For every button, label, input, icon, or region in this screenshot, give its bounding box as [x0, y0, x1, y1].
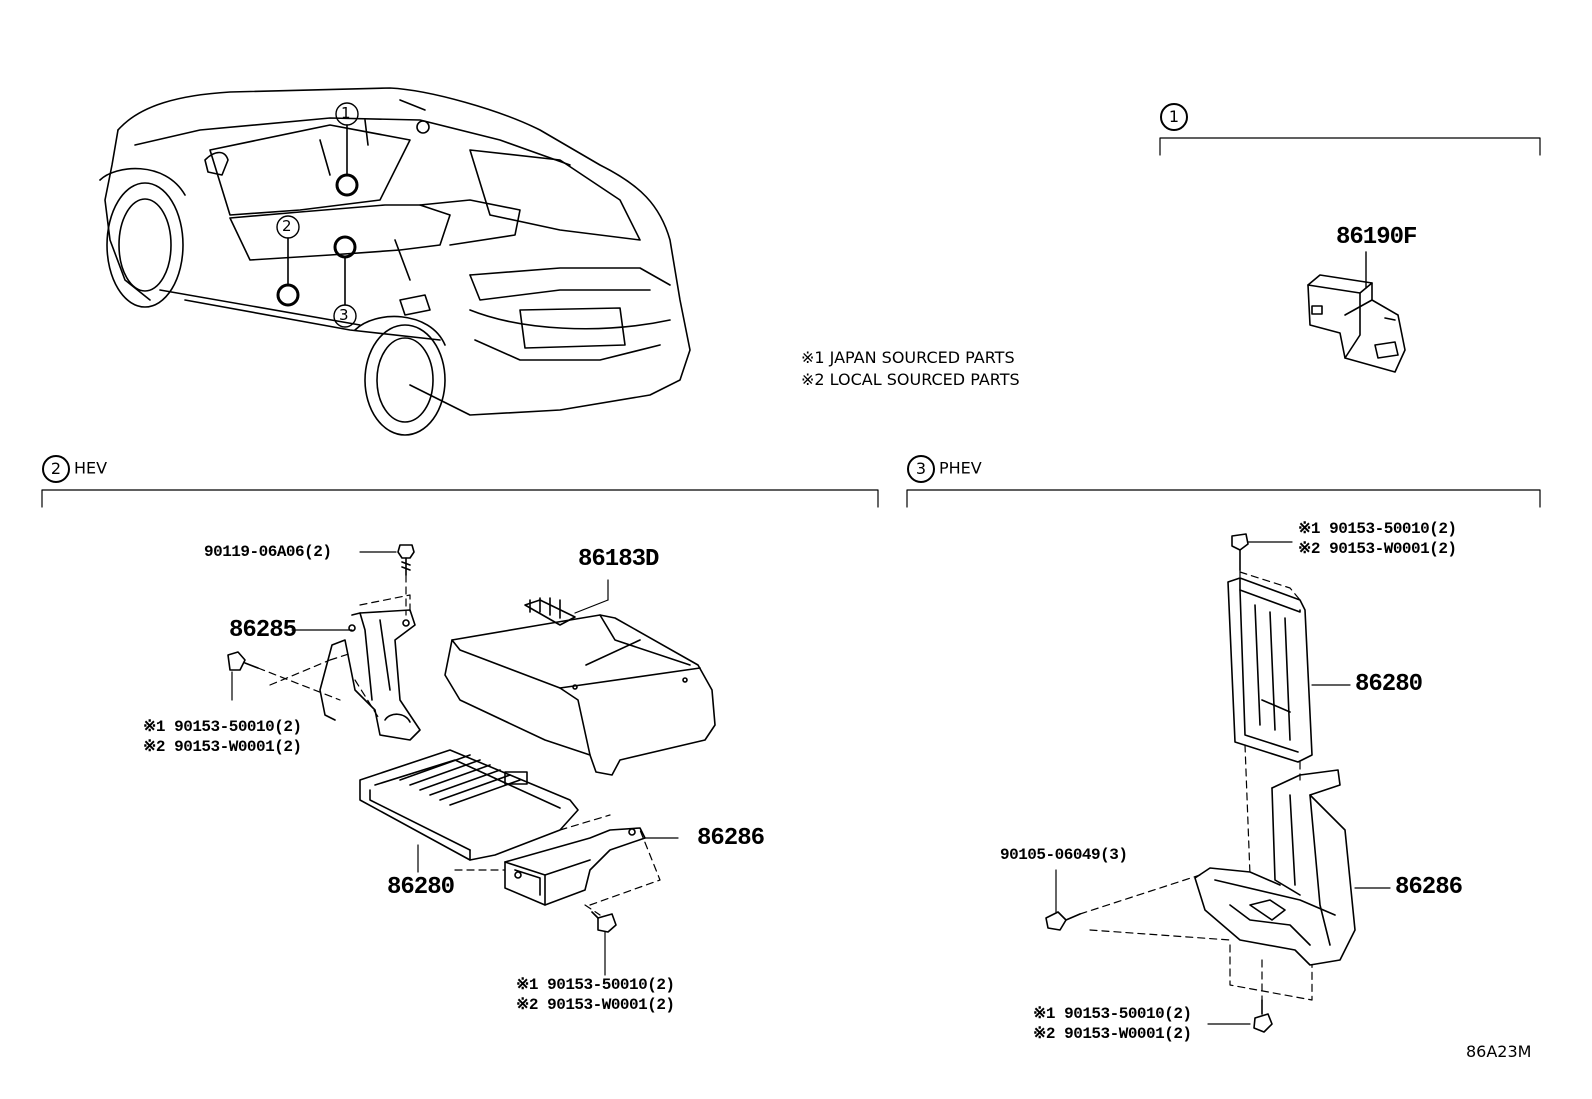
- hev-bolt-left-japan: ※1 90153-50010(2): [143, 718, 302, 736]
- car-callouts: [276, 102, 359, 328]
- phev-part-label-bolt-left: 90105-06049(3): [1000, 846, 1128, 864]
- phev-bolt-top-japan: ※1 90153-50010(2): [1298, 520, 1457, 538]
- hev-part-label-86280: 86280: [387, 874, 455, 901]
- section-1-number: 1: [1160, 103, 1188, 131]
- hev-bolt-top: [359, 544, 415, 576]
- phev-part-label-86280: 86280: [1355, 671, 1423, 698]
- hev-bolt-left-local: ※2 90153-W0001(2): [143, 738, 302, 756]
- part-label-86190F: 86190F: [1336, 224, 1417, 251]
- phev-bolt-bottom-local: ※2 90153-W0001(2): [1033, 1025, 1192, 1043]
- car-callout-1: 1: [341, 104, 351, 122]
- hev-bolt-bottom-japan: ※1 90153-50010(2): [516, 976, 675, 994]
- section-2-title: HEV: [74, 458, 108, 478]
- hev-part-label-bolt-top: 90119-06A06(2): [204, 543, 332, 561]
- car-illustration: [99, 87, 691, 436]
- section-2-number: 2: [42, 455, 70, 483]
- section-3-title: PHEV: [939, 458, 982, 478]
- car-callout-2: 2: [282, 217, 292, 235]
- phev-part-label-bolt-top: ※1 90153-50010(2) ※2 90153-W0001(2): [1298, 519, 1457, 559]
- hev-drawing: [227, 544, 716, 976]
- notes-legend: ※1 JAPAN SOURCED PARTS ※2 LOCAL SOURCED …: [801, 347, 1020, 391]
- note-local-sourced: ※2 LOCAL SOURCED PARTS: [801, 370, 1020, 389]
- hev-part-label-bolt-bottom: ※1 90153-50010(2) ※2 90153-W0001(2): [516, 975, 675, 1015]
- part-86190F-drawing: [1307, 251, 1406, 373]
- section-3-number: 3: [907, 455, 935, 483]
- hev-bolt-bottom: [591, 911, 617, 976]
- phev-part-label-bolt-bottom: ※1 90153-50010(2) ※2 90153-W0001(2): [1033, 1004, 1192, 1044]
- hev-part-label-86285: 86285: [229, 617, 297, 644]
- car-callout-3: 3: [339, 306, 349, 324]
- hev-part-label-86183D: 86183D: [578, 546, 659, 573]
- hev-bolt-bottom-local: ※2 90153-W0001(2): [516, 996, 675, 1014]
- phev-bolt-bottom-japan: ※1 90153-50010(2): [1033, 1005, 1192, 1023]
- hev-bolt-left: [227, 651, 259, 701]
- hev-part-label-bolt-left: ※1 90153-50010(2) ※2 90153-W0001(2): [143, 717, 302, 757]
- section-1-heading: 1: [1160, 103, 1192, 131]
- section-brackets: [41, 137, 1541, 508]
- hev-part-label-86286: 86286: [697, 825, 765, 852]
- note-japan-sourced: ※1 JAPAN SOURCED PARTS: [801, 348, 1015, 367]
- phev-part-label-86286: 86286: [1395, 874, 1463, 901]
- phev-bolt-top-local: ※2 90153-W0001(2): [1298, 540, 1457, 558]
- phev-drawing: [1045, 533, 1391, 1033]
- diagram-code: 86A23M: [1466, 1042, 1532, 1061]
